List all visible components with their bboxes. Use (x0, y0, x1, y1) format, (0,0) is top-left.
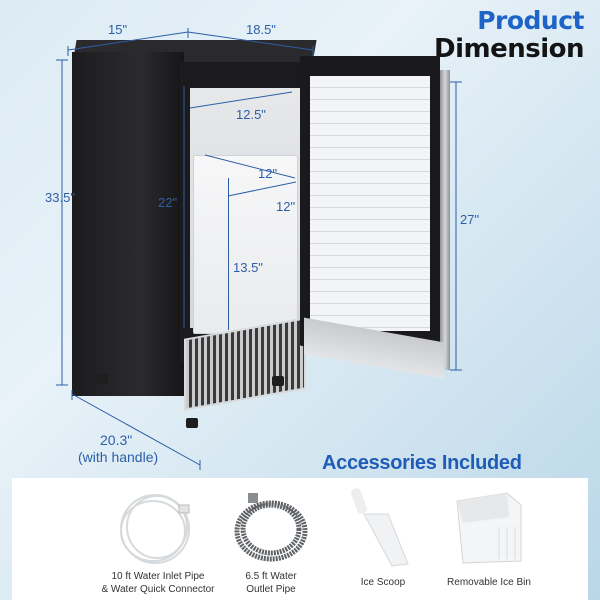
dim-inner-width: 12.5" (236, 107, 266, 122)
dim-top-width: 15" (108, 22, 128, 37)
accessory-label: Ice Scoop (360, 577, 406, 588)
title-product: Product (477, 6, 584, 35)
foot (96, 374, 108, 384)
accessory-label: Outlet Pipe (246, 584, 296, 595)
bin-edge-line (228, 178, 297, 330)
ice-bin-icon (424, 484, 554, 570)
ice-bin (193, 155, 298, 334)
water-inlet-pipe-icon (93, 484, 223, 570)
cabinet-side (72, 52, 184, 396)
dimension-lines (56, 28, 462, 470)
dim-depth-handle-note: (with handle) (78, 449, 159, 465)
ice-scoop-icon (318, 484, 448, 570)
accessory-outlet-pipe: 6.5 ft Water Outlet Pipe (206, 484, 336, 596)
dim-bin-width: 12" (276, 199, 296, 214)
dim-top-depth: 18.5" (246, 22, 276, 37)
dim-bin-height: 13.5" (233, 260, 263, 275)
title-dimension: Dimension (434, 34, 585, 64)
accessory-label: 10 ft Water Inlet Pipe (111, 571, 205, 582)
accessory-inlet-pipe: 10 ft Water Inlet Pipe & Water Quick Con… (93, 484, 223, 596)
foot (186, 418, 198, 428)
dim-inner-height: 22" (158, 195, 178, 210)
accessory-label: & Water Quick Connector (101, 584, 215, 595)
dim-total-height: 33.5" (45, 190, 75, 205)
door-liner (310, 76, 430, 331)
accessories-title: Accessories Included (322, 452, 522, 474)
dim-door-height: 27" (460, 212, 480, 227)
accessory-ice-scoop: Ice Scoop (318, 484, 448, 589)
accessory-label: 6.5 ft Water (245, 571, 297, 582)
dim-bin-depth: 12" (258, 166, 278, 181)
accessory-label: Removable Ice Bin (447, 577, 531, 588)
foot (272, 376, 284, 386)
door-handle (440, 70, 450, 370)
dim-depth-handle: 20.3" (100, 432, 133, 448)
water-outlet-pipe-icon (206, 484, 336, 570)
accessory-ice-bin: Removable Ice Bin (424, 484, 554, 589)
